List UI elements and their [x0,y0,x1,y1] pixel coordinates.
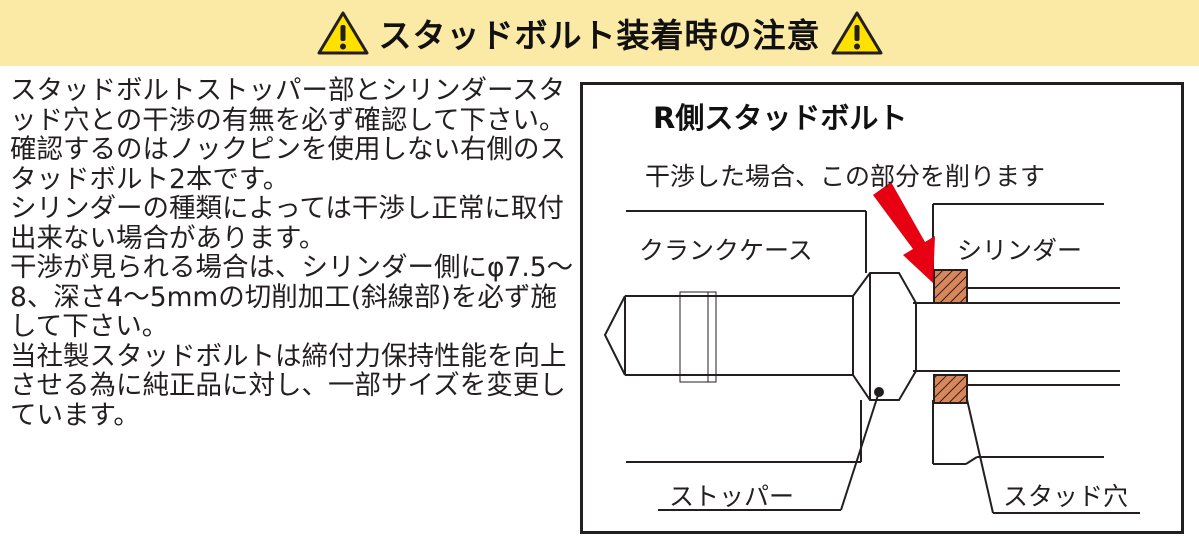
warning-triangle-icon [317,11,368,55]
instruction-paragraph: シリンダーの種類によっては干渉し正常に取付出来ない場合があります。 [10,193,564,254]
diagram-title: R側スタッドボルト [653,101,908,135]
instruction-text: スタッドボルトストッパー部とシリンダースタッド穴との干渉の有無を必ず確認して下さ… [10,76,575,430]
page-title: スタッドボルト装着時の注意 [378,16,821,55]
header-banner: スタッドボルト装着時の注意 [0,0,1199,66]
hatched-cut-area [933,374,968,404]
cylinder-label: シリンダー [957,236,1083,265]
stud-hole-label: スタッド穴 [1003,482,1129,511]
instruction-paragraph: 当社製スタッドボルトは締付力保持性能を向上させる為に純正品に対し、一部サイズを変… [10,340,567,431]
crankcase-label: クランクケース [639,236,813,265]
instruction-paragraph: 確認するのはノックピンを使用しない右側のスタッドボルト2本です。 [10,134,566,195]
diagram-panel: R側スタッドボルト 干渉した場合、この部分を削ります クランクケース シリンダー… [580,82,1184,534]
red-arrow-icon [873,182,935,283]
warning-triangle-icon [831,11,882,55]
stopper-label: ストッパー [669,482,795,511]
stud-bolt-diagram [603,182,1140,514]
instruction-paragraph: 干渉が見られる場合は、シリンダー側にφ7.5〜8、深さ4〜5mmの切削加工(斜線… [10,252,574,342]
instruction-paragraph: スタッドボルトストッパー部とシリンダースタッド穴との干渉の有無を必ず確認して下さ… [10,75,566,136]
hatched-cut-area [933,269,968,304]
cut-note-label: 干渉した場合、この部分を削ります [645,162,1046,191]
